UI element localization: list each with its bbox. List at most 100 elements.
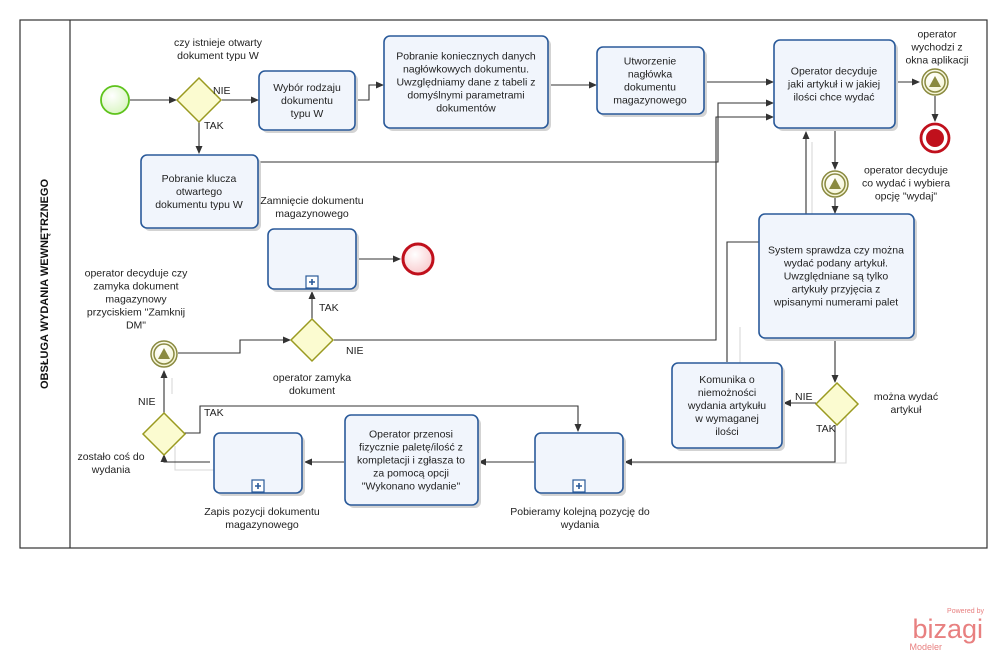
- text-line: dokument: [289, 385, 335, 397]
- brand-sub: Modeler: [909, 642, 942, 652]
- text-line: wydania: [560, 519, 600, 531]
- text-line: Operator decyduje: [791, 66, 878, 78]
- label-tak-can: TAK: [816, 423, 836, 435]
- text-line: operator decyduje: [864, 165, 948, 177]
- label-tak-1: TAK: [204, 120, 224, 132]
- gateway-close-doc: [289, 317, 335, 363]
- text-line: jaki artykuł i w jakiej: [787, 79, 880, 91]
- text-line: ilości: [715, 426, 738, 438]
- label-tak-left: TAK: [204, 407, 224, 419]
- text-line: "Wykonano wydanie": [362, 481, 461, 493]
- subprocess-next-position: [534, 432, 626, 496]
- text-line: dokumentu: [624, 82, 676, 94]
- label-nie-close: NIE: [346, 345, 364, 357]
- text-line: kompletacji i zgłasza to: [357, 455, 465, 467]
- bizagi-logo: Powered by bizagi Modeler: [909, 608, 984, 652]
- text-line: dokumentu: [281, 95, 333, 107]
- text-line: wydać podany artykuł.: [783, 258, 888, 270]
- text-line: Zapis pozycji dokumentu: [204, 506, 320, 518]
- text-line: Pobranie klucza: [162, 173, 237, 185]
- end-event-terminate: [919, 122, 951, 154]
- text-line: typu W: [291, 108, 324, 120]
- sequence-flows: [130, 78, 939, 466]
- text-line: dokumentów: [436, 103, 496, 115]
- gateway-something-left: [141, 411, 187, 457]
- text-line: Operator przenosi: [369, 429, 453, 441]
- text-line: Utworzenie: [624, 56, 677, 68]
- text-line: artykuł: [891, 404, 923, 416]
- gateway-can-issue: [814, 381, 860, 427]
- text-line: okna aplikacji: [905, 55, 968, 67]
- text-line: dokument typu W: [177, 50, 259, 62]
- gateway-open-doc: [175, 76, 223, 124]
- subprocess-save-position: [213, 432, 305, 496]
- start-event: [100, 85, 130, 115]
- text-line: dokumentu typu W: [155, 199, 243, 211]
- text-line: niemożności: [698, 387, 756, 399]
- text-line: magazynowego: [613, 95, 687, 107]
- text-line: nagłówka: [628, 69, 673, 81]
- text-line: operator zamyka: [273, 372, 351, 384]
- end-event-close: [401, 242, 435, 276]
- subprocess-close-doc: [267, 228, 359, 292]
- text-line: magazynowy: [105, 294, 167, 306]
- lane-title: OBSŁUGA WYDANIA WEWNĘTRZNEGO: [39, 179, 51, 389]
- text-line: ilości chce wydać: [793, 92, 874, 104]
- text-line: przyciskiem "Zamknij: [87, 307, 185, 319]
- text-line: Komunika o: [699, 374, 755, 386]
- text-line: Zamnięcie dokumentu: [260, 195, 363, 207]
- text-line: wpisanymi numerami palet: [773, 297, 898, 309]
- text-line: w wymaganej: [694, 413, 759, 425]
- text-line: można wydać: [874, 391, 938, 403]
- text-line: Uwzględniane są tylko: [784, 271, 889, 283]
- text-line: Uwzględniamy dane z tabeli z: [397, 77, 536, 89]
- text-line: wydania artykułu: [687, 400, 766, 412]
- text-line: magazynowego: [225, 519, 299, 531]
- intermediate-event-exit: [921, 68, 949, 96]
- text-line: artykuły przyjęcia z: [792, 284, 881, 296]
- text-line: zamyka dokument: [93, 281, 178, 293]
- text-line: Pobranie koniecznych danych: [396, 51, 536, 63]
- brand-name: bizagi: [912, 614, 983, 644]
- label-nie-left: NIE: [138, 396, 156, 408]
- text-line: czy istnieje otwarty: [174, 37, 263, 49]
- text-line: magazynowego: [275, 208, 349, 220]
- text-line: operator decyduje czy: [85, 268, 188, 280]
- text-line: zostało coś do: [77, 451, 144, 463]
- label-nie-1: NIE: [213, 85, 231, 97]
- text-line: otwartego: [176, 186, 222, 198]
- brand-powered: Powered by: [947, 608, 984, 615]
- label-nie-can: NIE: [795, 391, 813, 403]
- text-line: System sprawdza czy można: [768, 245, 904, 257]
- text-line: Pobieramy kolejną pozycję do: [510, 506, 650, 518]
- text-line: wychodzi z: [910, 42, 962, 54]
- text-line: domyślnymi parametrami: [407, 90, 524, 102]
- text-line: Wybór rodzaju: [273, 82, 341, 94]
